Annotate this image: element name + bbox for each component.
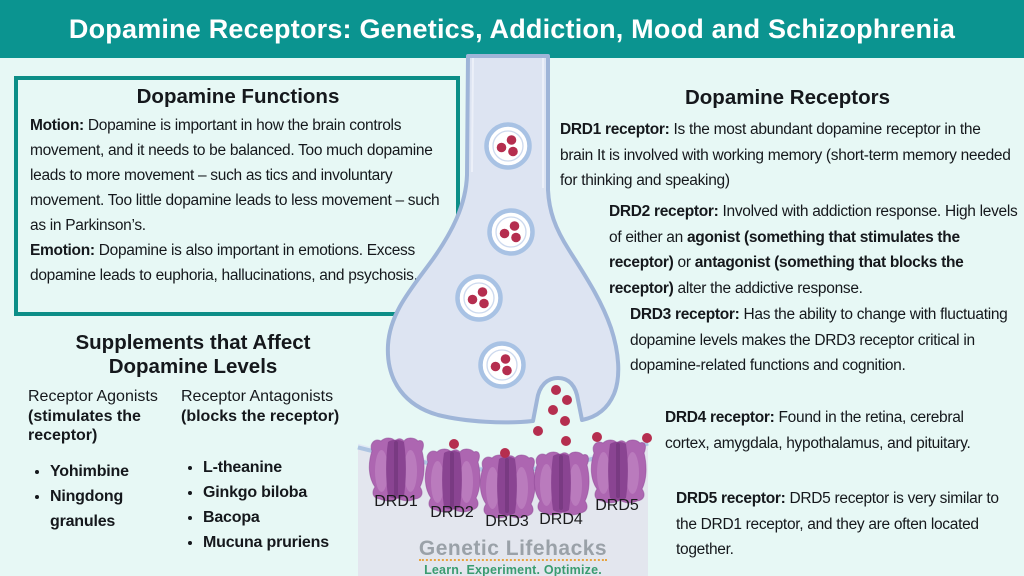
drd2-agonist-emphasis: agonist (something that stimulates the r… — [609, 228, 960, 272]
drd2-text: or — [673, 254, 695, 272]
vesicle — [458, 277, 501, 320]
receptor-drd5 — [590, 439, 647, 504]
drd5-text: DRD5 receptor is very similar to the DRD… — [676, 490, 999, 559]
motion-paragraph: Motion: Dopamine is important in how the… — [30, 113, 446, 238]
receptor-label-drd2: DRD2 — [430, 504, 474, 521]
page-title: Dopamine Receptors: Genetics, Addiction,… — [68, 13, 956, 44]
dopamine-functions-box: Dopamine Functions Motion: Dopamine is i… — [14, 76, 460, 316]
header-bar: Dopamine Receptors: Genetics, Addiction,… — [0, 0, 1024, 58]
drd4-label: DRD4 receptor: — [665, 409, 775, 426]
drd4-description: DRD4 receptor: Found in the retina, cere… — [665, 405, 1003, 456]
emotion-label: Emotion: — [30, 242, 95, 259]
functions-box-title: Dopamine Functions — [136, 85, 340, 108]
axon-inner-highlight — [471, 57, 474, 173]
agonists-list: Yohimbine Ningdong granules — [32, 459, 180, 534]
receptors-section-title: Dopamine Receptors — [684, 86, 891, 109]
drd3-description: DRD3 receptor: Has the ability to change… — [630, 302, 1022, 379]
list-item: L-theanine — [203, 455, 377, 480]
vesicle — [487, 125, 530, 168]
emotion-paragraph: Emotion: Dopamine is also important in e… — [30, 238, 446, 288]
receptor-drd2 — [424, 448, 481, 513]
drd5-description: DRD5 receptor: DRD5 receptor is very sim… — [676, 486, 1020, 563]
antagonists-header: Receptor Antagonists — [181, 388, 334, 405]
antagonists-subheader: (blocks the receptor) — [181, 407, 340, 425]
drd3-text: Has the ability to change with fluctuati… — [630, 306, 1008, 375]
emotion-text: Dopamine is also important in emotions. … — [30, 242, 418, 284]
receptor-label-drd3: DRD3 — [485, 513, 529, 530]
drd4-text: Found in the retina, cerebral cortex, am… — [665, 409, 971, 452]
drd5-label: DRD5 receptor: — [676, 490, 786, 507]
list-item: Yohimbine — [50, 459, 180, 484]
agonists-header: Receptor Agonists — [28, 388, 158, 405]
supplements-title-line1: Supplements that Affect — [75, 331, 311, 354]
supplements-title-line2: Dopamine Levels — [108, 354, 278, 378]
vesicle — [490, 211, 533, 254]
agonists-subheader: (stimulates the receptor) — [28, 407, 141, 445]
receptor-drd4 — [533, 451, 590, 516]
receptor-label-drd1: DRD1 — [374, 493, 418, 510]
drd1-text: Is the most abundant dopamine receptor i… — [560, 121, 1011, 190]
drd3-label: DRD3 receptor: — [630, 306, 740, 323]
motion-text: Dopamine is important in how the brain c… — [30, 117, 440, 234]
drd1-description: DRD1 receptor: Is the most abundant dopa… — [560, 117, 1017, 194]
list-item: Ginkgo biloba — [203, 480, 377, 505]
antagonists-column: Receptor Antagonists (blocks the recepto… — [181, 387, 377, 555]
antagonists-list: L-theanine Ginkgo biloba Bacopa Mucuna p… — [185, 455, 377, 555]
vesicle — [481, 344, 524, 387]
list-item: Bacopa — [203, 505, 377, 530]
receptor-drd1 — [368, 437, 425, 502]
list-item: Mucuna pruriens — [203, 530, 377, 555]
receptor-label-drd4: DRD4 — [539, 511, 583, 528]
drd2-antagonist-emphasis: antagonist (something that blocks the re… — [609, 254, 964, 298]
dopamine-molecules — [449, 385, 652, 458]
drd2-text: Involved with addiction response. High l… — [609, 203, 1018, 246]
receptor-label-drd5: DRD5 — [595, 497, 639, 514]
motion-label: Motion: — [30, 117, 84, 134]
drd2-description: DRD2 receptor: Involved with addiction r… — [609, 199, 1020, 302]
drd1-label: DRD1 receptor: — [560, 121, 670, 138]
receptor-drd3 — [479, 454, 536, 519]
logo-name: Genetic Lifehacks — [418, 537, 608, 561]
list-item: Ningdong granules — [50, 484, 180, 534]
supplements-title: Supplements that Affect Dopamine Levels — [10, 331, 376, 378]
drd2-text: alter the addictive response. — [673, 280, 863, 298]
logo-tagline: Learn. Experiment. Optimize. — [424, 563, 602, 576]
drd2-label: DRD2 receptor: — [609, 203, 719, 220]
agonists-column: Receptor Agonists (stimulates the recept… — [28, 387, 180, 534]
brand-logo: Genetic Lifehacks Learn. Experiment. Opt… — [418, 537, 608, 576]
